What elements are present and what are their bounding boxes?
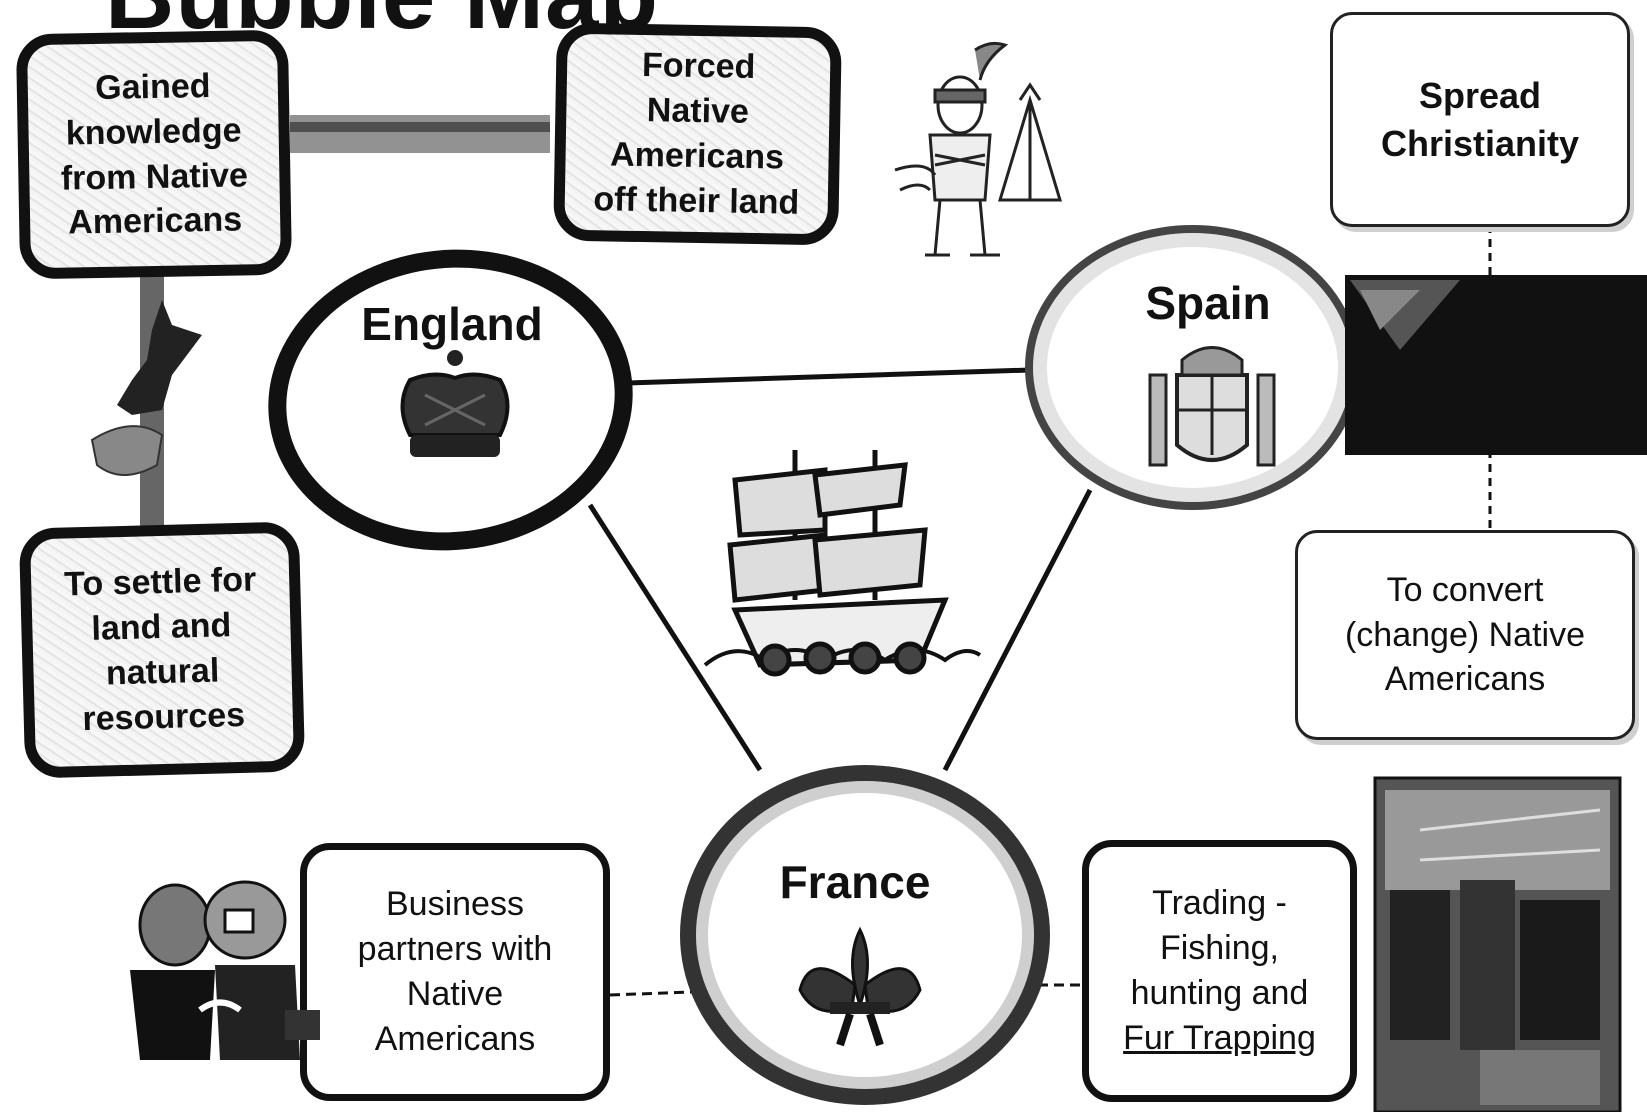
box-line: land and [91,606,232,648]
box-business-partners: Business partners with Native Americans [300,843,610,1101]
connector-knowledge-forced [290,115,550,153]
box-line: Americans [609,135,785,177]
box-line: Americans [67,200,243,242]
country-label-france: France [779,856,931,908]
box-line: Native [406,975,504,1013]
circle-spain [1025,225,1360,510]
box-line: Gained [94,66,211,107]
box-line: To settle for [63,560,257,604]
box-line: Forced [641,46,756,87]
country-label-england: England [361,298,543,350]
box-line: from Native [60,155,249,198]
box-line: knowledge [65,111,242,153]
box-line: To convert [1386,570,1544,609]
box-line: Trading - [1152,884,1287,923]
circle-france [680,765,1050,1105]
box-line: Americans [374,1019,536,1058]
box-line: partners with [357,930,553,969]
box-gained-knowledge: Gained knowledge from Native Americans [15,29,293,280]
box-line: off their land [593,180,800,222]
box-line: (change) Native [1344,615,1585,654]
box-line: Christianity [1380,122,1580,164]
connector-knowledge-settle [140,275,164,530]
box-line: Native [646,91,750,132]
box-line: Business [386,885,524,924]
box-line: hunting and [1130,974,1309,1012]
box-line: Fishing, [1159,929,1280,968]
box-spread-christianity: Spread Christianity [1330,12,1630,227]
box-line: Spread [1418,74,1542,116]
box-line: resources [81,695,246,738]
connector-spain-france [942,488,1093,772]
connector-england-spain [627,367,1031,386]
box-forced-off-land: Forced Native Americans off their land [553,22,842,246]
box-trading: Trading - Fishing, hunting and Fur Trapp… [1082,840,1357,1102]
box-settle-for-land: To settle for land and natural resources [18,521,306,779]
box-line: natural [105,651,220,693]
box-convert-natives: To convert (change) Native Americans [1295,530,1635,740]
connector-england-france [587,503,763,772]
box-line: Americans [1384,660,1546,699]
country-label-spain: Spain [1145,277,1271,329]
box-line-underlined: Fur Trapping [1123,1018,1316,1057]
